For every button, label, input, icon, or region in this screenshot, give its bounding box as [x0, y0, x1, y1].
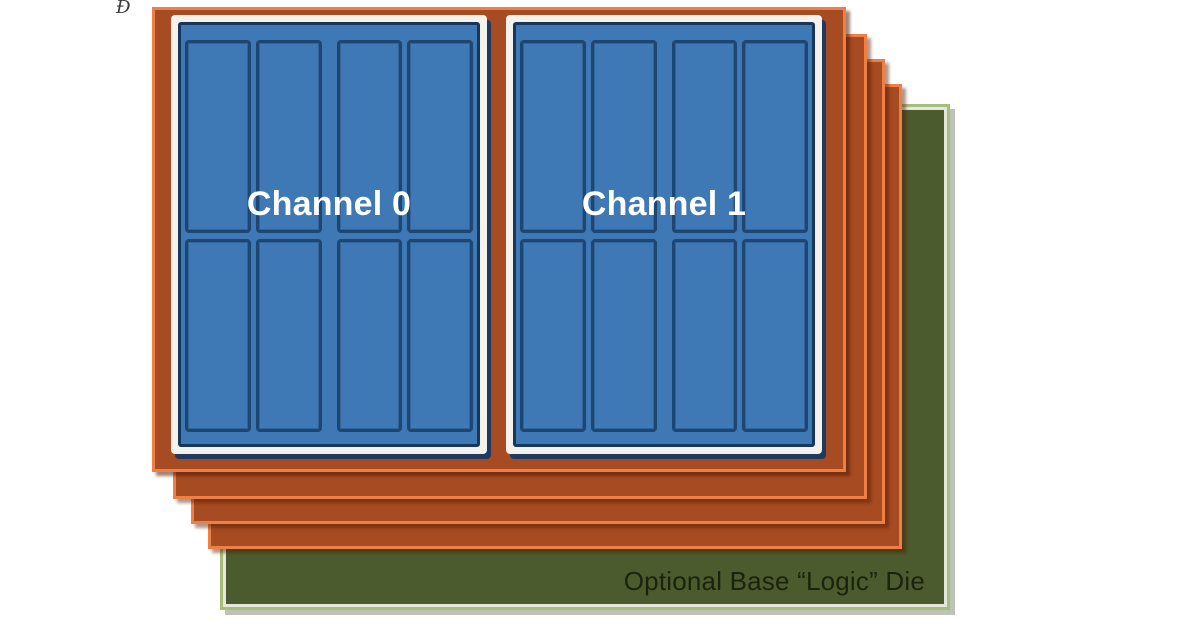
bank-cell [255, 40, 322, 233]
channel-0-panel: Channel 0 [171, 15, 487, 454]
channel-1-panel: Channel 1 [506, 15, 822, 454]
bank-cell [185, 40, 251, 233]
bank-cell [742, 40, 808, 233]
bank-cell [520, 40, 586, 233]
bank-cell [590, 40, 657, 233]
bank-cell [590, 239, 657, 432]
bank-cell [742, 239, 808, 432]
bank-cell [671, 40, 738, 233]
bank-cell [407, 40, 473, 233]
dram-die-front: Channel 0 Channel 1 [152, 7, 846, 472]
channel-0-area: Channel 0 [178, 22, 480, 447]
bank-cell [671, 239, 738, 432]
channel-1-area: Channel 1 [513, 22, 815, 447]
bank-cell [336, 239, 403, 432]
bank-cell [520, 239, 586, 432]
bank-column-gap [327, 40, 332, 432]
base-die-label: Optional Base “Logic” Die [623, 566, 925, 596]
channel-0-label: Channel 0 [246, 185, 412, 223]
bank-cell [407, 239, 473, 432]
corner-glyph: Đ [116, 0, 131, 18]
channel-1-label: Channel 1 [581, 185, 747, 223]
bank-column-gap [662, 40, 667, 432]
bank-cell [255, 239, 322, 432]
bank-cell [336, 40, 403, 233]
bank-cell [185, 239, 251, 432]
